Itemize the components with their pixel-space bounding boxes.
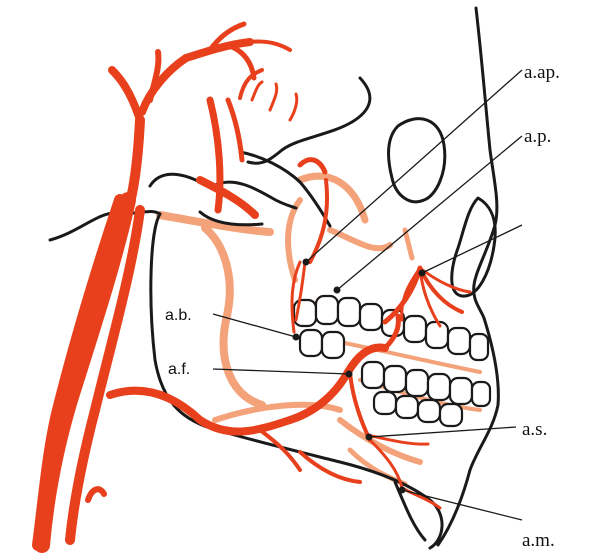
label-a-p: a.p.	[524, 126, 551, 147]
superficial-arteries	[38, 24, 470, 545]
label-a-f: a.f.	[168, 361, 190, 378]
label-a-b: a.b.	[165, 307, 192, 324]
label-a-m: a.m.	[522, 530, 555, 551]
face-outlines	[50, 8, 498, 548]
label-a-s: a.s.	[522, 419, 547, 440]
label-a-ap: a.ap.	[524, 62, 560, 83]
